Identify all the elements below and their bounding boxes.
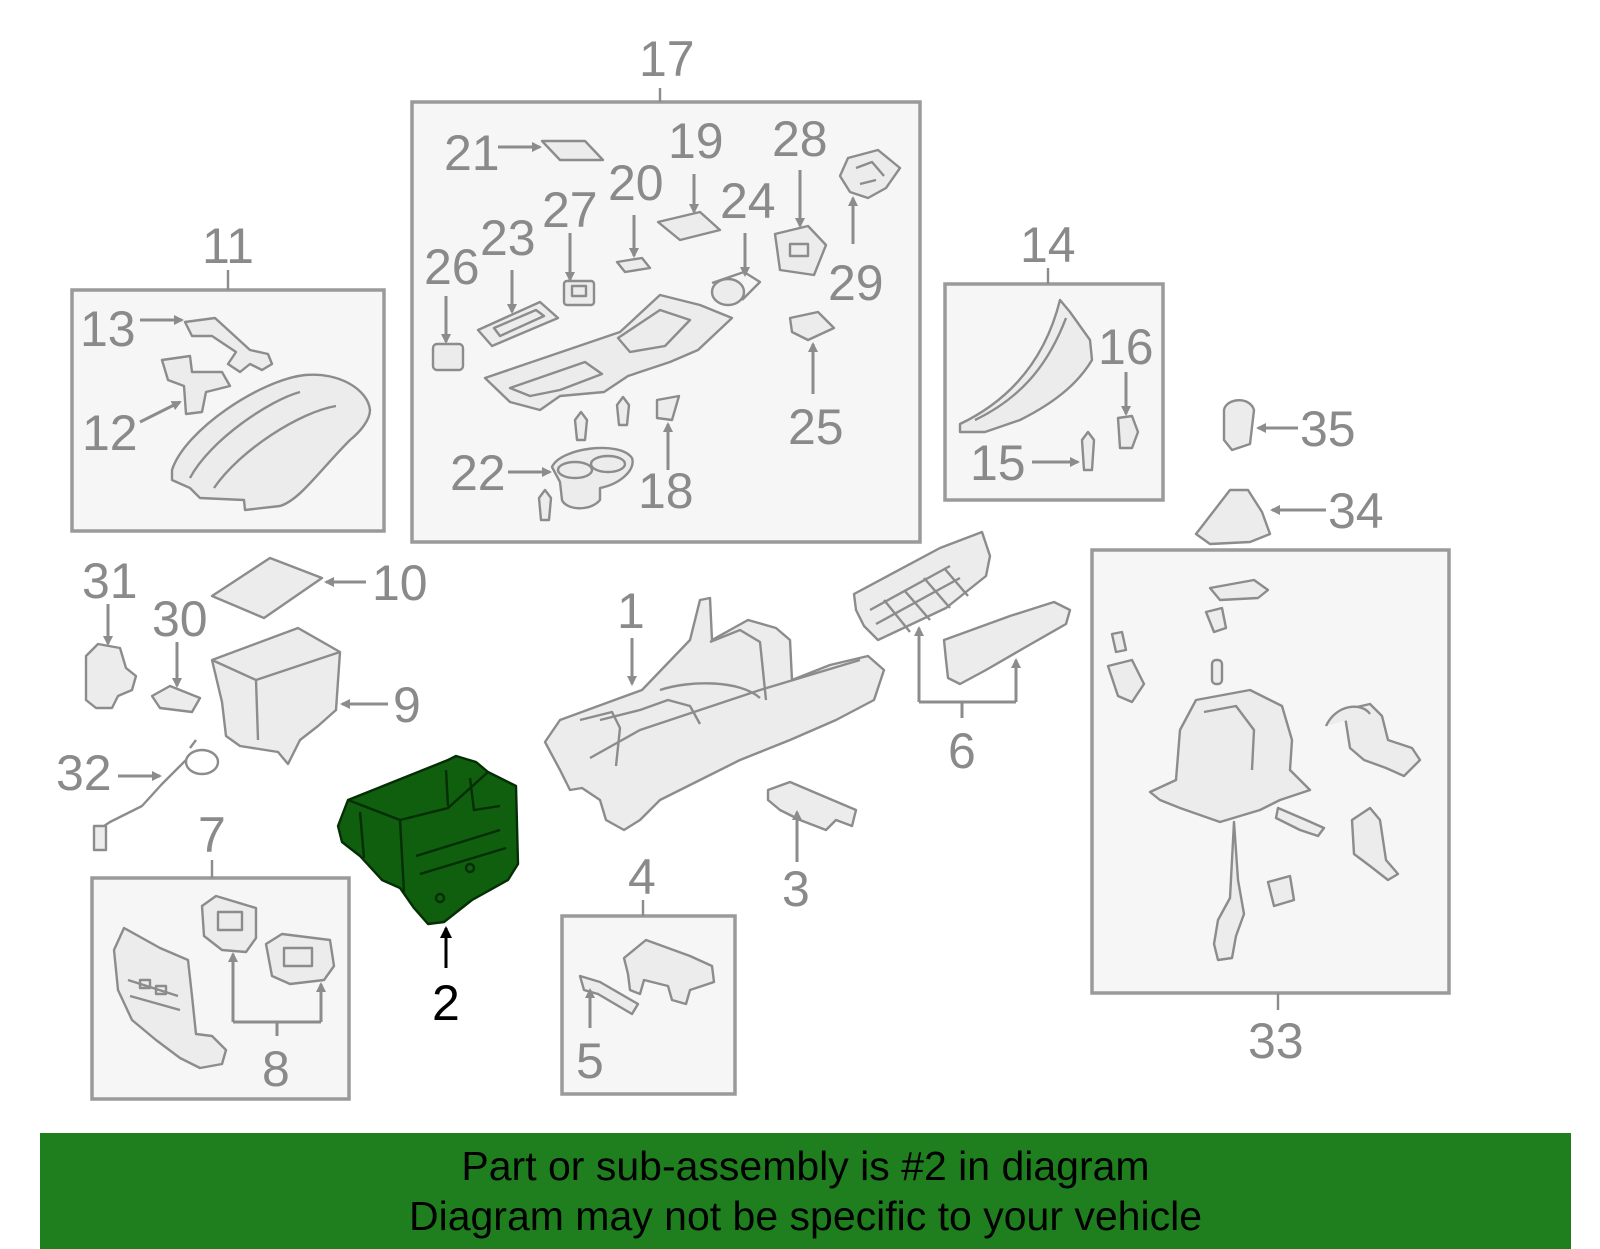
label-9: 9 <box>393 677 421 733</box>
label-15: 15 <box>970 435 1026 491</box>
label-2-highlighted: 2 <box>432 975 460 1031</box>
label-7: 7 <box>198 807 226 863</box>
part-21-trim-strip <box>540 139 605 162</box>
label-21: 21 <box>444 125 500 181</box>
part-22-cup-holder <box>550 446 634 510</box>
label-8: 8 <box>262 1041 290 1097</box>
label-34: 34 <box>1328 483 1384 539</box>
part-4-bracket <box>622 938 716 1006</box>
label-33: 33 <box>1248 1013 1304 1069</box>
part-26-switch <box>431 342 465 372</box>
part-8-switch-right <box>264 932 336 986</box>
part-27-switch <box>562 279 596 307</box>
part-29-bracket <box>838 148 902 200</box>
info-banner: Part or sub-assembly is #2 in diagram Di… <box>40 1133 1571 1249</box>
part-18-clip <box>655 394 681 422</box>
part-24-socket <box>710 270 762 307</box>
label-6: 6 <box>948 723 976 779</box>
label-28: 28 <box>772 111 828 167</box>
arrow-12 <box>139 400 182 424</box>
part-11-armrest-lid <box>170 373 372 512</box>
part-5-strip <box>578 974 640 1016</box>
label-13: 13 <box>80 301 136 357</box>
label-10: 10 <box>372 555 428 611</box>
part-6-panels <box>852 530 1072 686</box>
label-25: 25 <box>788 399 844 455</box>
label-30: 30 <box>152 591 208 647</box>
label-16: 16 <box>1098 319 1154 375</box>
part-32-cable <box>92 739 220 852</box>
label-26: 26 <box>424 239 480 295</box>
part-2-console-box-highlighted <box>336 754 520 926</box>
part-screws <box>537 395 631 522</box>
label-18: 18 <box>638 463 694 519</box>
part-10-mat <box>210 556 324 620</box>
label-31: 31 <box>82 553 138 609</box>
part-15-screw <box>1080 430 1096 472</box>
banner-line-1: Part or sub-assembly is #2 in diagram <box>461 1143 1150 1189</box>
part-7-bezel <box>112 926 228 1070</box>
part-35-knob <box>1222 399 1256 452</box>
part-33-shifter-assembly <box>1106 578 1422 962</box>
part-23-trim <box>476 300 560 348</box>
label-24: 24 <box>720 173 776 229</box>
part-13-hinge <box>183 316 274 374</box>
label-5: 5 <box>576 1033 604 1089</box>
label-19: 19 <box>668 113 724 169</box>
label-22: 22 <box>450 445 506 501</box>
label-3: 3 <box>782 861 810 917</box>
part-12-latch <box>160 354 232 416</box>
label-11: 11 <box>202 218 254 274</box>
part-9-storage-bin <box>210 626 342 766</box>
part-34-boot <box>1194 488 1272 546</box>
part-31-bracket <box>84 642 138 710</box>
label-14: 14 <box>1020 217 1076 273</box>
part-14-side-panel <box>958 298 1094 434</box>
label-23: 23 <box>480 210 536 266</box>
label-12: 12 <box>82 405 138 461</box>
label-1: 1 <box>617 583 645 639</box>
label-29: 29 <box>828 255 884 311</box>
part-16-clip <box>1116 414 1140 450</box>
part-3-bracket <box>766 780 858 832</box>
label-20: 20 <box>608 155 664 211</box>
label-32: 32 <box>56 745 112 801</box>
banner-line-2: Diagram may not be specific to your vehi… <box>408 1193 1202 1239</box>
label-35: 35 <box>1300 401 1356 457</box>
part-30-clip <box>150 684 202 714</box>
part-console-tray <box>483 293 734 412</box>
label-4: 4 <box>628 849 656 905</box>
part-8-switch-left <box>200 894 258 954</box>
label-17: 17 <box>639 31 695 87</box>
part-25-clip <box>788 310 836 342</box>
label-27: 27 <box>542 182 598 238</box>
part-19-plate <box>656 210 722 242</box>
part-20-clip <box>615 256 652 274</box>
part-1-center-console <box>543 596 886 832</box>
